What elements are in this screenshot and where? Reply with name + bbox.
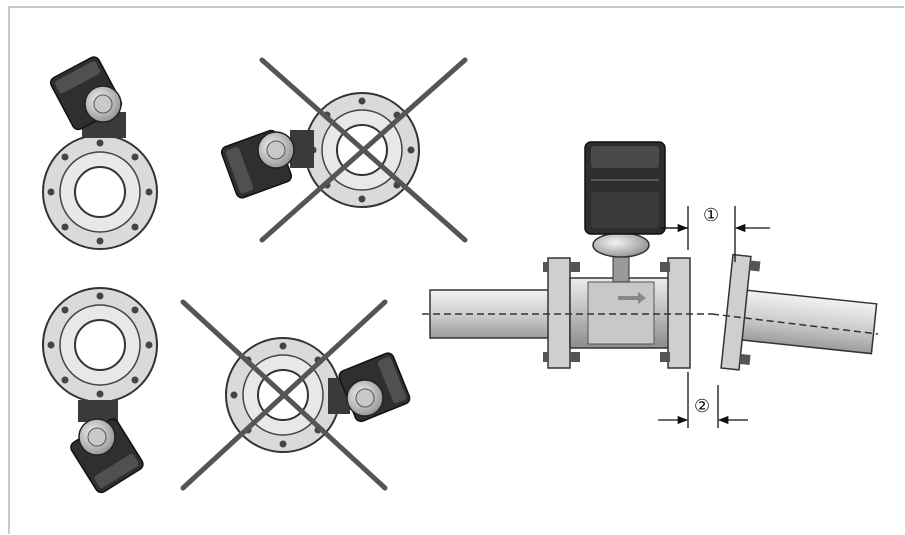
correct-orientation-top <box>42 56 158 250</box>
outlet-flange <box>720 253 752 371</box>
figure-frame <box>8 6 904 534</box>
flange-bolts <box>47 139 153 245</box>
incorrect-orientation-left <box>220 57 468 243</box>
callout-2: ② <box>694 396 710 417</box>
transmitter-housing-right <box>328 352 411 423</box>
correct-orientation-bottom <box>42 287 158 494</box>
meter-outlet-flange <box>667 257 691 369</box>
dimension-bottom-gap <box>658 372 748 428</box>
cross-out-mark <box>180 299 388 491</box>
transmitter-housing-left <box>220 129 314 199</box>
transmitter-housing-top <box>49 56 126 138</box>
dimension-top-gap <box>660 206 770 262</box>
misaligned-pipe-installation: ① ② <box>422 141 879 428</box>
flange-bottom-left <box>42 287 158 403</box>
flange-top-left <box>42 134 158 250</box>
pipe-centerline-offset <box>711 313 879 335</box>
transmitter-housing-bottom <box>70 400 144 494</box>
incorrect-orientation-right <box>180 299 411 491</box>
outlet-pipe <box>739 289 878 355</box>
flow-arrow-icon <box>618 292 646 304</box>
inlet-flange <box>547 257 571 369</box>
callout-1: ① <box>703 205 719 226</box>
cross-out-mark <box>259 57 468 243</box>
